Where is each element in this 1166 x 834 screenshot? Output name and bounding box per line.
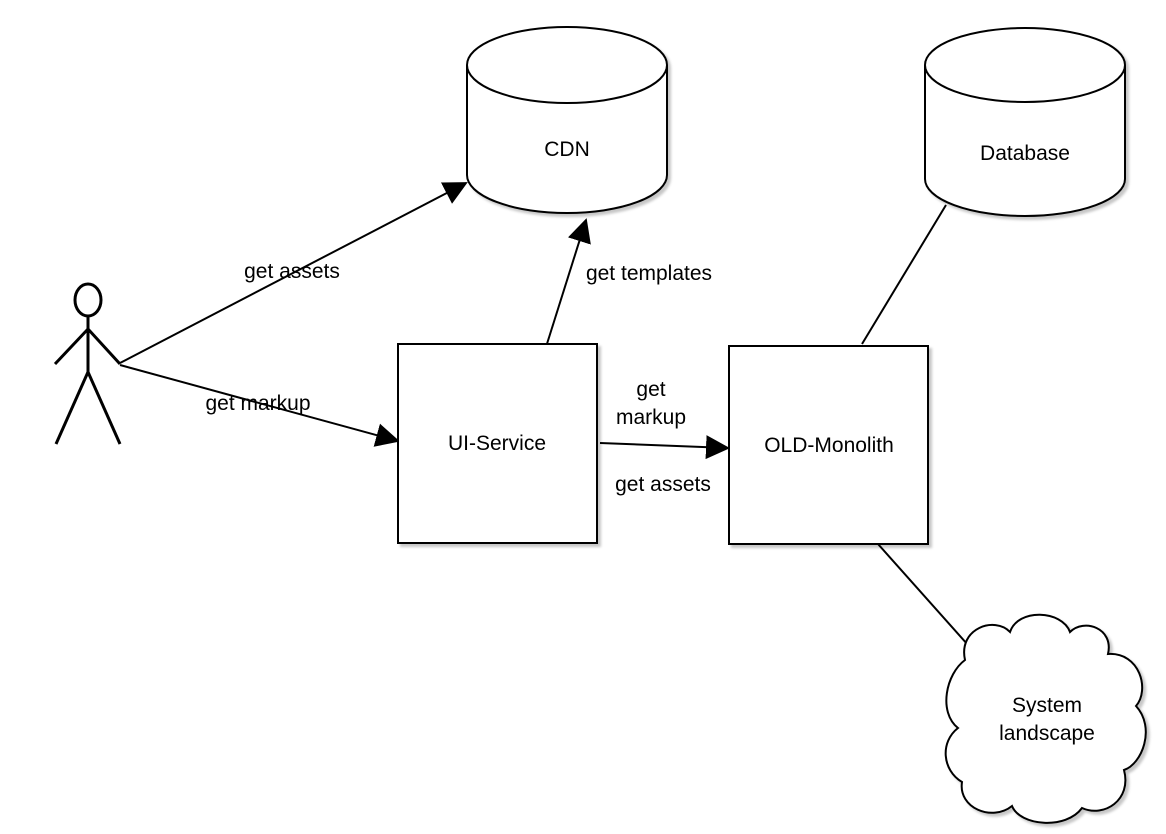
system-landscape-cloud-icon [944,613,1147,824]
edge-label-get-templates: get templates [586,262,712,285]
edge-actor-to-cdn [119,182,468,364]
system-landscape-label-line2: landscape [999,722,1095,745]
edge-label-get-assets-ui: get assets [615,473,711,496]
edge-actor-to-ui-service [119,364,400,447]
database-node [924,27,1126,217]
edge-monolith-to-database [861,204,947,345]
ui-service-node [397,343,598,544]
user-actor-icon [53,282,122,445]
monolith-label: OLD-Monolith [764,434,894,457]
edge-label-get-markup-actor: get markup [205,392,310,415]
edge-label-get-assets-actor: get assets [244,260,340,283]
database-label: Database [980,142,1070,165]
edge-monolith-to-system-landscape [877,543,969,646]
cdn-node [466,26,668,214]
edge-ui-service-to-cdn [545,218,591,348]
monolith-node [728,345,929,545]
system-landscape-label-line1: System [1012,694,1082,717]
edge-label-get-markup-line1: get [636,378,665,401]
cdn-label: CDN [544,138,590,161]
edge-ui-service-to-monolith [599,435,730,460]
edge-label-get-markup-line2: markup [616,406,686,429]
ui-service-label: UI-Service [448,432,546,455]
